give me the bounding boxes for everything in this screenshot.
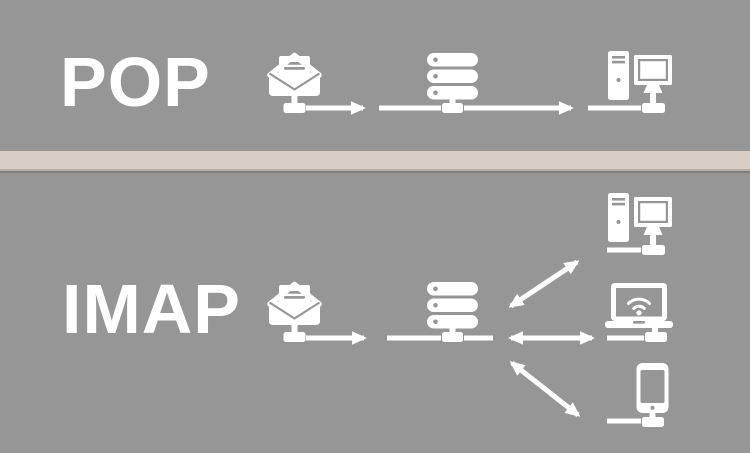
envelope-icon xyxy=(267,51,322,113)
server-icon xyxy=(427,53,478,113)
section-divider xyxy=(0,151,750,173)
divider-strip xyxy=(0,151,750,169)
desktop-computer-icon xyxy=(608,193,672,255)
double-arrow-server-phone xyxy=(509,361,581,417)
envelope-icon xyxy=(267,280,322,342)
pop-section: POP xyxy=(0,0,750,151)
laptop-icon xyxy=(605,283,673,342)
imap-label: IMAP xyxy=(62,270,241,348)
imap-section: IMAP xyxy=(0,173,750,453)
divider-edge-light xyxy=(0,169,750,171)
smartphone-icon xyxy=(636,363,669,427)
divider-edge-dark xyxy=(0,171,750,173)
pop-label: POP xyxy=(60,43,211,121)
double-arrow-server-desktop xyxy=(508,259,580,309)
desktop-computer-icon xyxy=(608,51,672,113)
server-icon xyxy=(427,282,478,342)
